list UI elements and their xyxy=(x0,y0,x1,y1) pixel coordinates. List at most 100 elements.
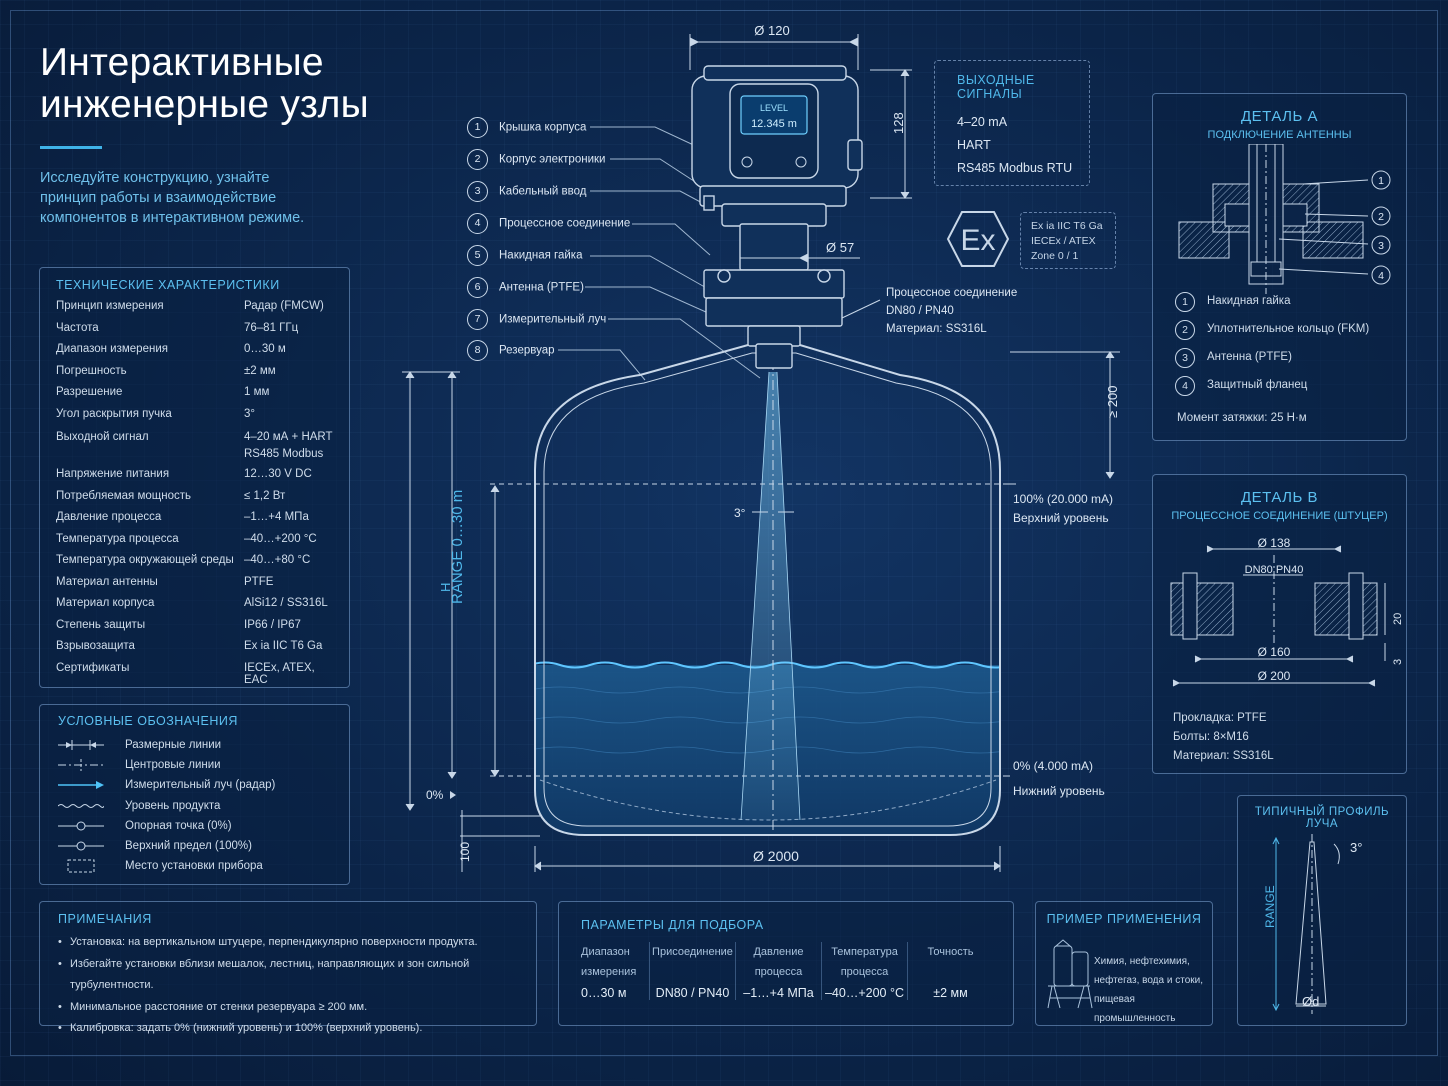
tank-outline xyxy=(534,344,1001,836)
legend-title: УСЛОВНЫЕ ОБОЗНАЧЕНИЯ xyxy=(58,714,238,728)
legend-label: Место установки прибора xyxy=(125,860,263,873)
title-line-1: Интерактивные xyxy=(40,41,324,84)
spec-value: 12…30 V DC xyxy=(244,468,312,480)
spec-value: 76–81 ГГц xyxy=(244,321,299,334)
params-title: ПАРАМЕТРЫ ДЛЯ ПОДБОРА xyxy=(581,918,764,932)
beam-profile-panel: ТИПИЧНЫЙ ПРОФИЛЬ ЛУЧА RANGE 3° Ød xyxy=(1237,795,1407,1026)
spec-key: Разрешение xyxy=(56,386,123,398)
note-item: Установка: на вертикальном штуцере, перп… xyxy=(58,932,518,954)
spec-row: Температура процесса–40…+200 °C xyxy=(56,533,333,555)
beam-profile-angle: 3° xyxy=(1350,840,1362,855)
beam-angle-label: 3° xyxy=(734,506,746,520)
upper-pct-label: 100% (20.000 mA) xyxy=(1013,492,1113,506)
upper-limit-icon xyxy=(58,841,104,851)
ex-line: Ex ia IIC T6 Ga xyxy=(1031,220,1103,232)
liquid-fill xyxy=(535,665,1000,835)
legend-item-dimension: Размерные линии xyxy=(58,736,333,756)
detail-a-marker-2: 2 xyxy=(1378,211,1384,223)
spec-key: Погрешность xyxy=(56,364,127,377)
example-title: ПРИМЕР ПРИМЕНЕНИЯ xyxy=(1046,912,1202,926)
spec-value: Ex ia IIC T6 Ga xyxy=(244,640,323,652)
param-header: Присоединение xyxy=(652,946,733,958)
spec-value: Радар (FMCW) xyxy=(244,300,324,312)
legend-item-upper: Верхний предел (100%) xyxy=(58,837,333,857)
example-panel: ПРИМЕР ПРИМЕНЕНИЯ Химия, нефтехимия, неф… xyxy=(1035,901,1213,1026)
legend-label: Измерительный луч (радар) xyxy=(125,779,276,792)
product-level-icon xyxy=(58,803,104,808)
notes-title: ПРИМЕЧАНИЯ xyxy=(58,912,152,926)
detail-b-title: ДЕТАЛЬ B xyxy=(1240,489,1319,506)
instrument-display xyxy=(740,95,808,135)
intro-text: Исследуйте конструкцию, узнайте принцип … xyxy=(40,170,305,226)
spec-row: Давление процесса–1…+4 МПа xyxy=(56,511,333,533)
upper-name-label: Верхний уровень xyxy=(1013,511,1109,525)
spec-key: Потребляемая мощность xyxy=(56,489,191,502)
detail-a-title: ДЕТАЛЬ A xyxy=(1240,108,1319,125)
radar-beam xyxy=(741,372,800,820)
detail-b-notes: Прокладка: PTFE Болты: 8×M16 Материал: S… xyxy=(1173,709,1274,766)
radar-instrument xyxy=(691,65,863,369)
param-header: Температура процесса xyxy=(831,946,898,978)
param-header: Диапазон измерения xyxy=(581,946,637,978)
legend-item-mount: Место установки прибора xyxy=(58,857,333,877)
spec-row: Погрешность±2 мм xyxy=(56,365,333,387)
param-value: 0…30 м xyxy=(581,986,627,1000)
legend-label: Верхний предел (100%) xyxy=(125,839,252,852)
spec-value: 1 мм xyxy=(244,386,270,398)
detail-b-drawing: Ø 138 DN80 PN40 Ø 160 Ø 200 20 3 xyxy=(1170,536,1404,687)
process-conn-label: DN80 / PN40 xyxy=(886,305,954,317)
spec-row: Потребляемая мощность≤ 1,2 Вт xyxy=(56,490,333,512)
tank-farm-icon xyxy=(1047,939,1093,1009)
legend-panel: УСЛОВНЫЕ ОБОЗНАЧЕНИЯ Размерные линии Цен… xyxy=(39,704,350,885)
detail-b-note: Прокладка: PTFE xyxy=(1173,712,1267,724)
display-value: 12.345 m xyxy=(751,118,797,130)
spec-row: Температура окружающей среды –40…+80 °C xyxy=(56,554,333,576)
d-tank-label: Ø 2000 xyxy=(753,848,799,864)
detail-b-panel: ДЕТАЛЬ B ПРОЦЕССНОЕ СОЕДИНЕНИЕ (ШТУЦЕР) … xyxy=(1152,474,1407,774)
legend-item-level: Уровень продукта xyxy=(58,797,333,817)
note-item: Калибровка: задать 0% (нижний уровень) и… xyxy=(58,1018,518,1040)
tank-inner-outline xyxy=(543,352,992,827)
legend-item-centerline: Центровые линии xyxy=(58,756,333,776)
spec-key: Температура окружающей среды xyxy=(56,554,234,566)
spec-key: Выходной сигнал xyxy=(56,431,149,443)
example-text: Химия, нефтехимия, нефтегаз, вода и сток… xyxy=(1094,956,1203,1024)
title-accent-bar xyxy=(40,146,102,149)
param-range: Диапазон измерения 0…30 м xyxy=(581,942,649,1000)
notes-panel: ПРИМЕЧАНИЯ Установка: на вертикальном шт… xyxy=(39,901,537,1039)
legend-label: Размерные линии xyxy=(125,739,222,751)
legend-label: Центровые линии xyxy=(125,759,221,772)
detail-b-d-outer: Ø 138 xyxy=(1258,536,1291,550)
detail-a-panel: ДЕТАЛЬ A ПОДКЛЮЧЕНИЕ АНТЕННЫ xyxy=(1152,93,1407,441)
process-conn-label: Процессное соединение xyxy=(886,287,1017,299)
spec-value: –40…+80 °C xyxy=(244,554,311,566)
min-gap-label: ≥ 200 xyxy=(1105,386,1120,418)
beam-profile-title: ТИПИЧНЫЙ ПРОФИЛЬ ЛУЧА xyxy=(1254,806,1390,830)
legend-item-beam: Измерительный луч (радар) xyxy=(58,776,333,796)
spec-key: Взрывозащита xyxy=(56,640,135,652)
mount-location-icon xyxy=(67,859,95,873)
zero-label: 0% xyxy=(426,788,444,802)
ex-line: Zone 0 / 1 xyxy=(1031,250,1079,262)
spec-key: Давление процесса xyxy=(56,511,162,523)
spec-key: Угол раскрытия пучка xyxy=(56,407,172,420)
tank-bottom-dashed xyxy=(539,779,997,821)
display-label: LEVEL xyxy=(760,103,788,113)
liquid-surface xyxy=(535,661,1000,669)
title-line-2: инженерные узлы xyxy=(40,83,369,126)
spec-value: IECEx, ATEX, EAC xyxy=(244,661,315,686)
spec-row: Разрешение 1 мм xyxy=(56,386,333,408)
